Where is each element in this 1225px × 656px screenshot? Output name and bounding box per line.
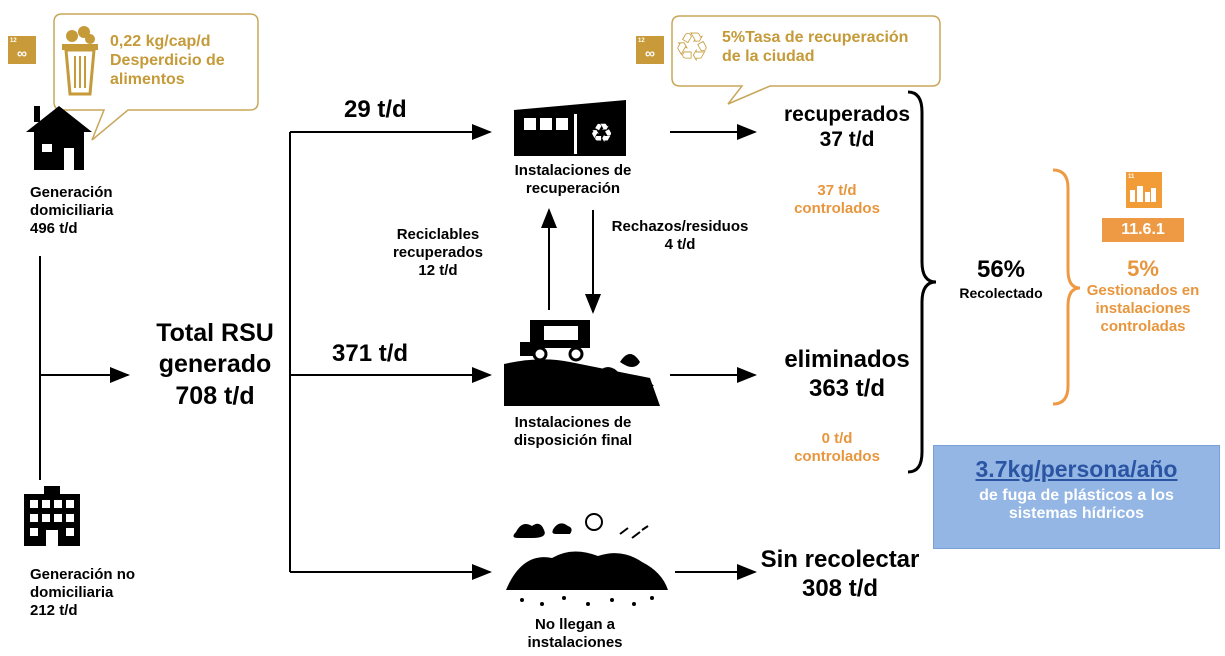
food-trash-can-icon: [62, 26, 98, 96]
non-household-label: Generación no domiciliaria 212 t/d: [30, 566, 136, 619]
rejects-label: Rechazos/residuos 4 t/d: [611, 218, 749, 253]
food-waste-callout: 0,22 kg/cap/d Desperdicio de alimentos: [110, 33, 225, 89]
eliminated-controlled: 0 t/d controlados: [794, 430, 880, 465]
landfill-truck-icon: [504, 320, 660, 406]
office-building-icon: [24, 486, 80, 546]
eliminated-output: eliminados 363 t/d: [784, 346, 910, 402]
recovery-rate-callout: 5%Tasa de recuperación de la ciudad: [722, 29, 909, 66]
sdg11-badge: 11: [1126, 172, 1162, 208]
recovery-facility-label: Instalaciones de recuperación: [514, 162, 632, 197]
plastic-leak-headline: 3.7kg/persona/año: [975, 456, 1178, 482]
sdg12-badge-right: 12 ∞: [636, 36, 664, 64]
plastic-leak-line1: de fuga de plásticos a los: [979, 487, 1174, 504]
uncollected-site-label: No llegan a instalaciones: [527, 616, 623, 651]
plastic-leak-line2: sistemas hídricos: [1008, 505, 1145, 522]
collected-summary: 56% Recolectado: [959, 256, 1043, 301]
house-icon: [26, 106, 92, 170]
flow-to-disposal: 371 t/d: [332, 340, 409, 367]
controlled-brace: [1052, 168, 1081, 406]
infinity-icon: ∞: [17, 45, 27, 61]
city-icon: [1130, 186, 1156, 202]
uncollected-output: Sin recolectar 308 t/d: [760, 546, 920, 602]
infinity-icon: ∞: [645, 45, 655, 61]
indicator-summary: 5% Gestionados en instalaciones controla…: [1086, 256, 1200, 336]
total-generated: Total RSU generado 708 t/d: [156, 319, 274, 410]
indicator-code-badge: 11.6.1: [1102, 218, 1184, 242]
sdg12-badge-left: 12 ∞: [8, 36, 36, 64]
recovered-controlled: 37 t/d controlados: [794, 182, 880, 217]
svg-text:♻: ♻: [590, 119, 613, 149]
recyclables-label: Reciclables recuperados 12 t/d: [392, 226, 484, 279]
household-label: Generación domiciliaria 496 t/d: [30, 184, 114, 237]
recovered-output: recuperados 37 t/d: [783, 103, 911, 152]
recovery-facility-icon: ♻: [514, 100, 626, 156]
open-dump-icon: [506, 513, 668, 606]
recovery-rate-bubble: [671, 15, 941, 105]
disposal-facility-label: Instalaciones de disposición final: [513, 414, 633, 449]
plastic-leak-box: 3.7kg/persona/año de fuga de plásticos a…: [933, 445, 1220, 549]
food-waste-bubble: [53, 13, 259, 141]
collected-brace: [907, 90, 937, 474]
flow-to-recovery: 29 t/d: [344, 96, 407, 123]
recycle-icon: ♲: [674, 26, 710, 70]
